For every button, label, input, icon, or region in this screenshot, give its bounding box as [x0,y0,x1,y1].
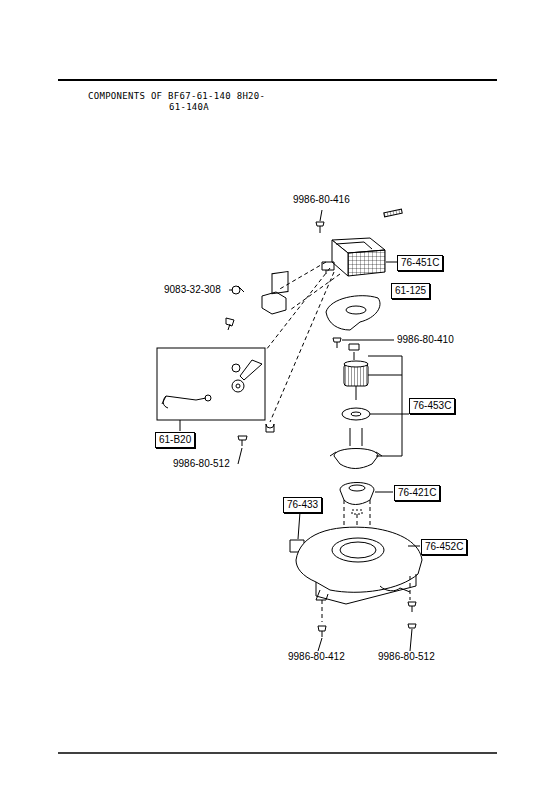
part-callout-box: 76-421C [394,485,440,501]
part-number: 76-421C [398,487,436,499]
part-number: 61-125 [395,285,426,297]
leader-line [375,492,393,493]
leader-line [410,629,412,651]
part-number: 76-453C [413,400,451,412]
leader-line [318,638,322,651]
bottom-rule [58,752,497,754]
screw [316,222,324,233]
leader-line [238,448,242,464]
leader-line [298,512,300,539]
pin [384,209,402,217]
part-callout-box: 61-B20 [155,432,195,448]
shroud-plate [326,296,380,330]
screw [408,602,416,628]
fan-motor [344,361,368,400]
screw [333,338,341,348]
part-number-label: 9083-32-308 [163,284,222,296]
part-number-label: 9986-80-410 [396,334,455,346]
clip [226,318,234,330]
blower-housing [296,527,422,622]
clip [266,424,274,432]
part-callout-box: 61-125 [391,283,430,299]
top-rule [58,79,497,81]
part-callout-box: 76-453C [409,398,455,414]
washer [342,408,370,420]
part-number-label: 9986-80-512 [172,458,231,470]
screw [318,626,326,637]
leader-line [320,210,322,221]
part-number: 76-433 [287,499,318,511]
leader-line [408,546,420,547]
part-number-label: 9986-80-512 [377,651,436,663]
part-callout-box: 76-452C [421,539,467,555]
dashed-leader [344,500,370,530]
dashed-leader [266,262,340,422]
leader-line [342,340,394,341]
motor-mount [340,483,374,515]
nut [349,344,359,360]
motor-base [330,428,382,469]
part-number: 76-452C [425,541,463,553]
blower-control-unit [322,238,385,276]
part-number: 76-451C [401,257,439,269]
lever-link [162,360,262,408]
screw [232,286,244,294]
part-callout-box: 76-433 [283,497,322,513]
screw [238,436,247,446]
mounting-bracket [262,272,288,314]
part-callout-box: 76-451C [397,255,443,271]
part-number: 61-B20 [159,434,191,446]
leader-line [386,262,397,263]
bracket-leader [368,356,409,456]
part-number-label: 9986-80-416 [292,194,351,206]
part-number-label: 9986-80-412 [287,651,346,663]
diagram-title: COMPONENTS OF BF67-61-140 8H20-61-140A [88,91,269,113]
group-frame [157,348,265,420]
leader-line [180,420,181,431]
leader-line [229,290,233,291]
